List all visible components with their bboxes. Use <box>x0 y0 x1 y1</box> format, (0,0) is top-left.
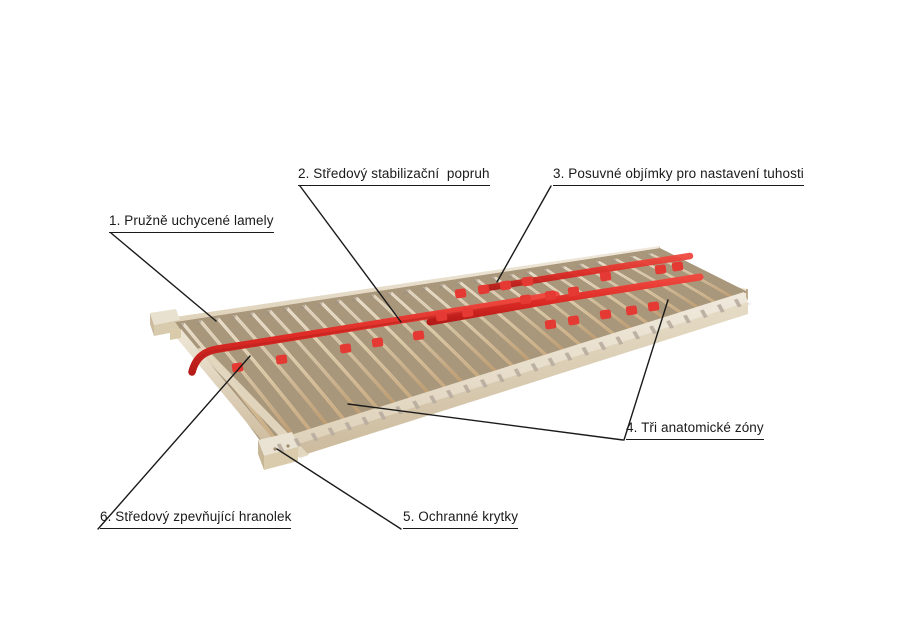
protective-cap <box>247 312 254 318</box>
protective-cap <box>699 309 708 319</box>
sliding-stiffness-clip <box>521 276 534 287</box>
protective-cap <box>716 304 725 313</box>
callout-1-sprung-slats: 1. Pružně uchycené lamely <box>109 213 274 233</box>
protective-cap <box>683 314 691 324</box>
sliding-stiffness-clip <box>275 354 288 365</box>
protective-cap <box>446 389 454 399</box>
protective-cap <box>265 309 272 315</box>
protective-cap <box>598 341 607 351</box>
sliding-stiffness-clip <box>461 307 474 318</box>
sliding-stiffness-clip <box>599 271 612 282</box>
protective-cap <box>282 307 289 313</box>
slat-grain <box>286 307 381 412</box>
slat <box>388 291 484 381</box>
protective-cap <box>438 284 444 290</box>
slat-grain <box>459 281 550 359</box>
callout-3-sliding-stiffness-clips: 3. Posuvné objímky pro nastavení tuhosti <box>553 166 804 186</box>
slat <box>422 286 518 370</box>
sliding-stiffness-clip <box>654 264 667 275</box>
sliding-stiffness-clip <box>412 330 425 341</box>
protective-cap <box>733 298 742 308</box>
slat <box>526 271 619 338</box>
sliding-stiffness-clip <box>671 261 684 272</box>
sliding-stiffness-clip <box>567 286 580 297</box>
sliding-stiffness-clip <box>454 288 467 299</box>
slat <box>491 276 586 349</box>
slat <box>440 284 535 365</box>
slat <box>647 253 738 300</box>
slat <box>509 273 603 343</box>
sliding-clip-group <box>231 261 684 373</box>
protective-cap <box>610 258 617 264</box>
callout-4-three-anatomical-zones: 4. Tři anatomické zóny <box>626 420 764 440</box>
sliding-stiffness-clip <box>477 284 490 295</box>
protective-cap <box>403 289 410 295</box>
protective-cap <box>628 255 635 261</box>
callout-6-central-reinforcing-beam: 6. Středový zpevňující hranolek <box>100 509 292 529</box>
sliding-stiffness-clip <box>371 337 384 348</box>
protective-cap <box>576 263 583 269</box>
sliding-stiffness-clip <box>599 309 612 320</box>
sliding-stiffness-clip <box>625 305 638 316</box>
callout-2-central-stabilising-strap: 2. Středový stabilizační popruh <box>298 166 490 186</box>
callout-5-protective-caps: 5. Ochranné krytky <box>403 509 519 529</box>
protective-cap <box>472 279 479 285</box>
sliding-stiffness-clip <box>499 280 512 291</box>
protective-cap <box>530 362 539 372</box>
slat-grain <box>407 289 499 375</box>
protective-cap <box>581 346 590 356</box>
sliding-stiffness-clip <box>647 301 660 312</box>
slat <box>405 289 501 375</box>
sliding-stiffness-clip <box>567 315 580 326</box>
slat <box>457 281 552 359</box>
protective-cap <box>293 437 302 447</box>
protective-cap <box>178 322 185 328</box>
sliding-stiffness-clip <box>231 362 244 373</box>
protective-cap <box>455 281 462 287</box>
slat-grain <box>251 312 347 423</box>
sliding-stiffness-clip <box>435 311 448 322</box>
protective-cap <box>429 395 437 404</box>
protective-cap <box>230 315 237 321</box>
protective-cap <box>489 276 496 282</box>
protective-cap <box>615 336 624 345</box>
slat <box>612 258 704 311</box>
protective-cap <box>496 373 505 383</box>
protective-cap <box>310 432 319 442</box>
protective-cap <box>593 261 600 267</box>
protective-cap <box>420 286 427 292</box>
protective-cap <box>559 266 565 272</box>
slat-grain <box>441 284 533 364</box>
protective-cap <box>513 368 522 377</box>
protective-cap <box>645 253 652 259</box>
sliding-stiffness-clip <box>339 343 352 354</box>
slat-grain <box>217 317 313 434</box>
protective-cap <box>327 427 336 436</box>
sliding-stiffness-clip <box>544 319 557 330</box>
protective-cap <box>462 384 471 394</box>
sliding-stiffness-clip <box>544 290 557 301</box>
protective-cap <box>547 357 556 367</box>
slat-grain <box>234 315 330 429</box>
protective-cap <box>564 352 573 361</box>
slat <box>474 279 569 354</box>
protective-cap <box>479 379 488 388</box>
slat <box>543 268 636 332</box>
slat-grain <box>424 286 516 370</box>
sliding-stiffness-clip <box>519 294 532 305</box>
slat <box>630 255 721 306</box>
